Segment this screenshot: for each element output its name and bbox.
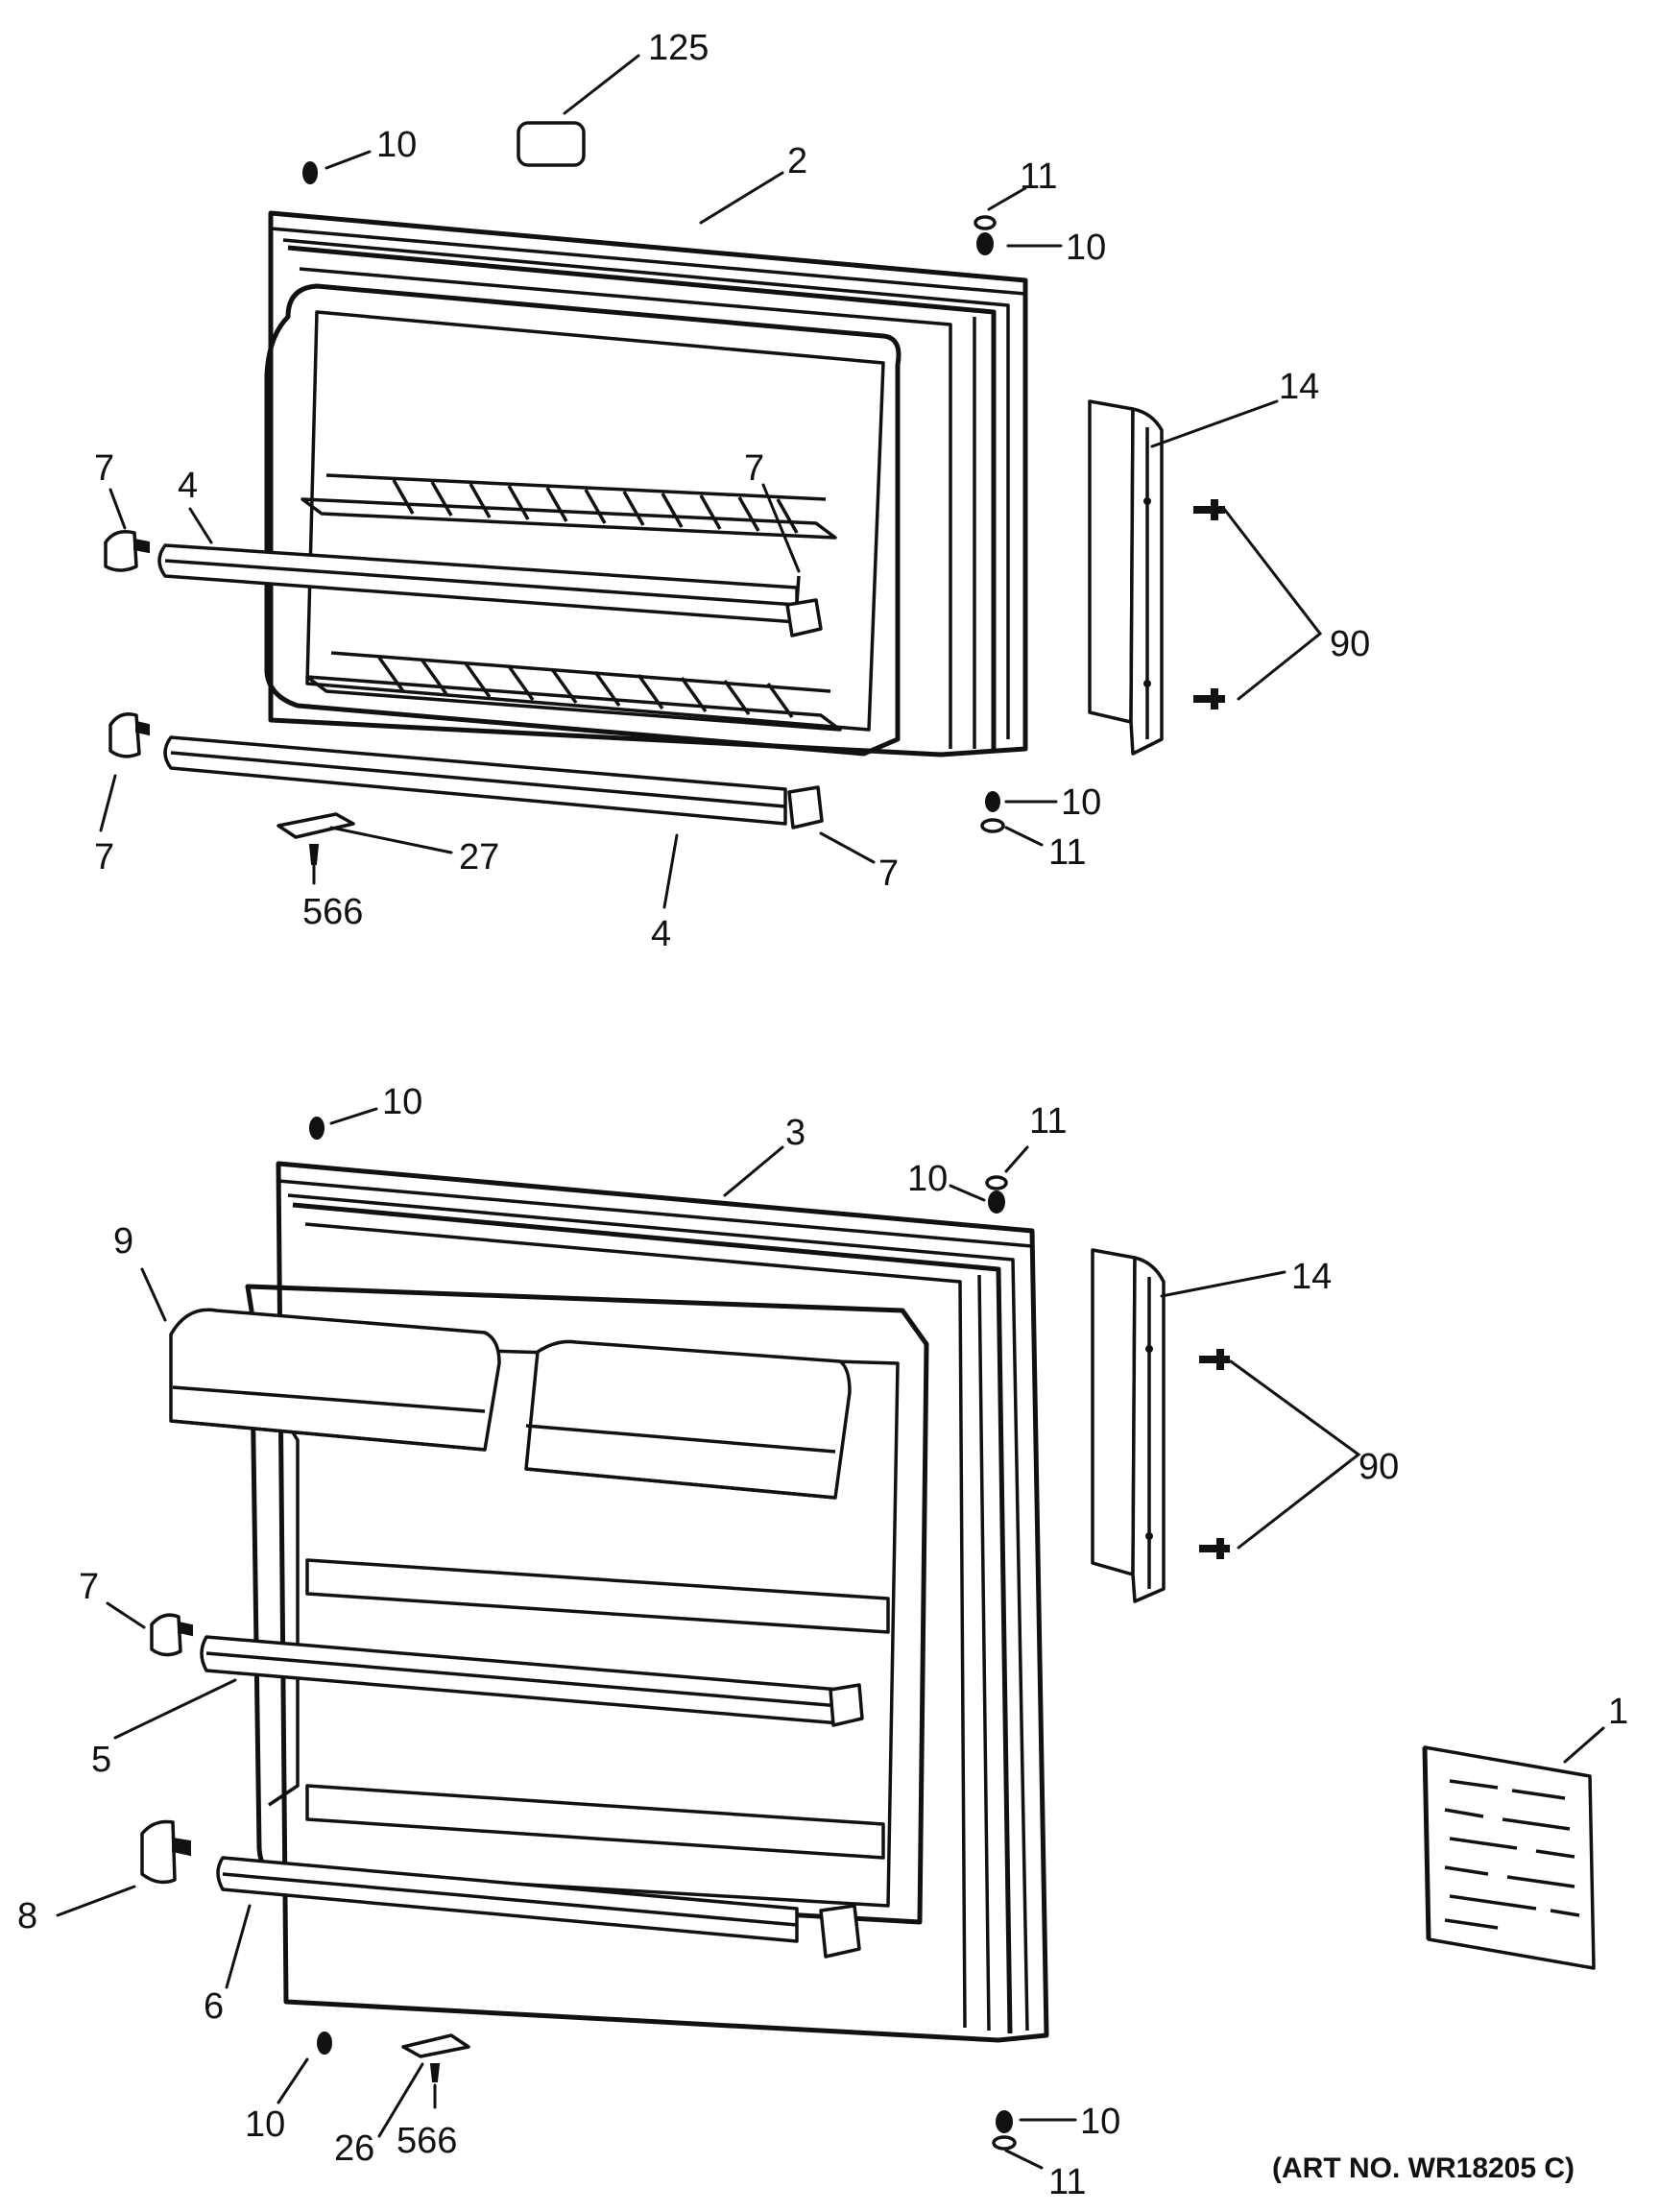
label-10: 10 [907, 1159, 948, 1199]
part-11-washer-a [974, 215, 997, 230]
label-6: 6 [204, 1986, 224, 2027]
fresh-food-lower-shelf [305, 1784, 885, 1860]
part-90-screw-lower-b [1199, 1538, 1230, 1559]
part-1-grille-panel [1422, 1745, 1596, 1970]
label-7: 7 [744, 448, 764, 489]
lower-leader-lines [56, 1107, 1605, 2170]
freezer-upper-shelf [301, 473, 837, 540]
part-7-bar-clip-lower-door [150, 1613, 193, 1657]
part-10-screw-c [985, 791, 1000, 812]
part-9-door-bin-left [169, 1308, 501, 1452]
label-14: 14 [1291, 1257, 1332, 1297]
label-10: 10 [382, 1082, 422, 1122]
label-7: 7 [94, 448, 114, 489]
label-7: 7 [94, 837, 114, 878]
part-7-bar-clip-right-lower [787, 785, 824, 830]
part-10-screw-a [302, 161, 318, 184]
part-11-washer-b [980, 818, 1005, 833]
label-125: 125 [648, 28, 709, 68]
label-10: 10 [1061, 782, 1101, 823]
label-10: 10 [1080, 2102, 1120, 2142]
part-566-screw-lower [429, 2063, 441, 2082]
art-number: (ART NO. WR18205 C) [1272, 2152, 1575, 2184]
part-26-hinge-plate [401, 2033, 470, 2058]
part-11-washer-d [992, 2135, 1017, 2151]
part-11-washer-c [985, 1175, 1008, 1190]
fresh-food-middle-shelf [305, 1558, 890, 1634]
label-566: 566 [302, 892, 363, 932]
part-125-nameplate [517, 121, 586, 167]
label-90: 90 [1330, 624, 1370, 664]
fresh-food-door-assembly [140, 1117, 1596, 2151]
freezer-door-liner [264, 283, 902, 757]
part-10-screw-b [976, 232, 994, 255]
part-90-screw-upper-b [1193, 688, 1225, 709]
part-90-screw-upper-a [1193, 499, 1225, 520]
label-11: 11 [1029, 1101, 1067, 1142]
freezer-door-assembly [104, 121, 1225, 865]
label-4: 4 [178, 466, 198, 506]
upper-leader-lines [99, 54, 1323, 909]
label-4: 4 [651, 914, 671, 954]
part-7-bar-clip-right-upper [785, 575, 823, 637]
part-10-screw-d [309, 1117, 325, 1140]
part-labels: 125 10 2 11 10 14 7 4 7 90 7 27 566 4 7 … [17, 28, 1628, 2202]
part-10-screw-g [996, 2110, 1013, 2133]
label-26: 26 [334, 2128, 374, 2169]
part-7-bar-clip-left-upper [104, 530, 150, 572]
label-2: 2 [787, 141, 807, 181]
label-9: 9 [113, 1221, 133, 1262]
label-10: 10 [376, 125, 417, 165]
label-90: 90 [1358, 1447, 1399, 1487]
label-10: 10 [1066, 228, 1106, 268]
label-5: 5 [91, 1740, 111, 1780]
label-7: 7 [79, 1567, 99, 1607]
part-8-bar-clip-lower-door [140, 1819, 191, 1885]
label-566: 566 [397, 2121, 457, 2161]
part-10-screw-e [988, 1190, 1005, 1214]
label-8: 8 [17, 1896, 37, 1936]
label-11: 11 [1048, 832, 1086, 873]
label-10: 10 [245, 2104, 285, 2145]
part-7-bar-clip-left-lower [108, 712, 150, 758]
label-11: 11 [1020, 156, 1057, 197]
part-14-door-handle-upper [1088, 399, 1164, 756]
part-2-freezer-door-panel [268, 210, 1028, 757]
part-566-screw-upper [308, 844, 320, 865]
part-10-screw-f [317, 2032, 332, 2055]
part-90-screw-lower-a [1199, 1349, 1230, 1370]
part-27-hinge-plate [276, 812, 355, 839]
label-1: 1 [1608, 1692, 1628, 1732]
label-3: 3 [785, 1113, 805, 1153]
label-14: 14 [1279, 367, 1319, 407]
part-9-door-bin-right [524, 1339, 852, 1500]
freezer-lower-shelf [305, 651, 842, 732]
part-14-door-handle-lower [1091, 1248, 1166, 1603]
label-27: 27 [459, 837, 499, 878]
label-7: 7 [878, 854, 899, 894]
label-11: 11 [1048, 2162, 1086, 2202]
